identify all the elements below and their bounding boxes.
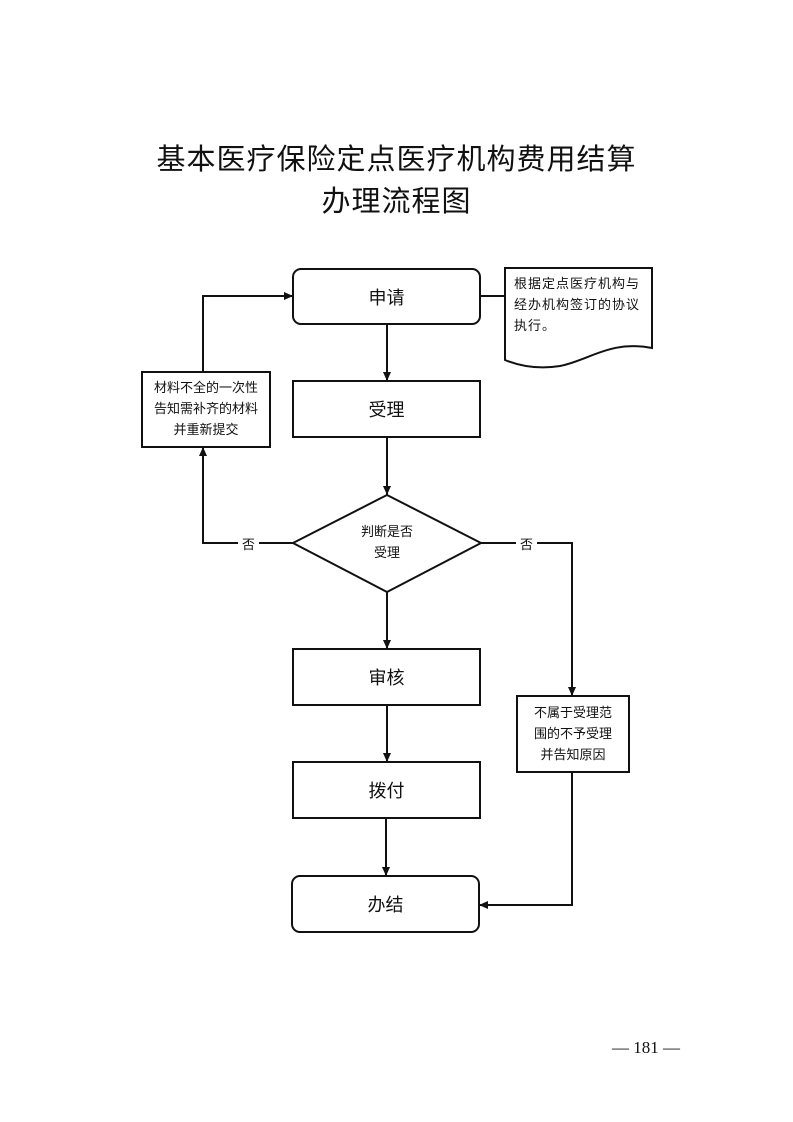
reject-line-2: 围的不予受理: [533, 726, 612, 742]
arrow-supplement-to-apply: [202, 292, 293, 372]
title-line-1: 基本医疗保险定点医疗机构费用结算: [156, 142, 637, 176]
decision-line-1: 判断是否: [360, 525, 413, 540]
note-line-2: 经办机构签订的协议: [514, 297, 641, 313]
arrow-reject-to-complete: [479, 772, 573, 909]
note-line-1: 根据定点医疗机构与: [514, 276, 641, 292]
supplement-line-3: 并重新提交: [173, 423, 239, 438]
note-text: 根据定点医疗机构与 经办机构签订的协议 执行。: [505, 270, 652, 340]
decision-no-left-label: 否: [238, 534, 260, 553]
decision-no-right-label: 否: [516, 534, 538, 553]
page-number: — 181 —: [612, 1038, 680, 1057]
arrow-decision-to-reject: [481, 542, 576, 696]
note-document-shape: [504, 267, 653, 369]
payment-label: 拨付: [368, 781, 405, 802]
apply-label: 申请: [368, 287, 405, 309]
complete-label: 办结: [367, 895, 404, 916]
note-line-3: 执行。: [514, 318, 557, 334]
supplement-text: 材料不全的一次性 告知需补齐的材料 并重新提交: [142, 372, 270, 447]
arrow-decision-to-supplement: [199, 447, 293, 544]
decision-line-2: 受理: [373, 546, 400, 561]
supplement-line-1: 材料不全的一次性: [153, 381, 258, 396]
accept-label: 受理: [368, 400, 405, 421]
reject-line-3: 并告知原因: [540, 747, 606, 763]
decision-text: 判断是否 受理: [327, 520, 447, 566]
title-line-2: 办理流程图: [321, 184, 472, 218]
reject-line-1: 不属于受理范: [533, 705, 612, 721]
reject-text: 不属于受理范 围的不予受理 并告知原因: [517, 696, 629, 772]
review-label: 审核: [368, 668, 405, 689]
supplement-line-2: 告知需补齐的材料: [153, 402, 258, 417]
